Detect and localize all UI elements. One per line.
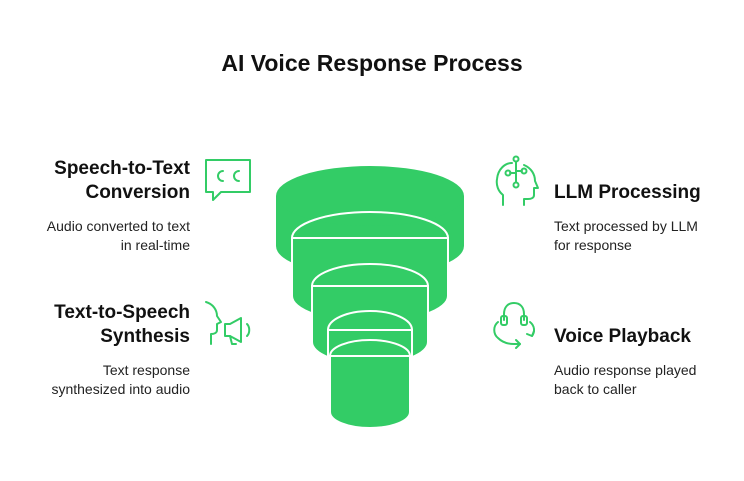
step-description: Audio converted to text in real-time [20,217,190,255]
step-heading: Voice Playback [554,325,734,349]
step-description-line: back to caller [554,381,637,397]
step-description: Audio response played back to caller [554,361,734,399]
step-llm-processing: LLM Processing Text processed by LLM for… [554,181,734,255]
page-title: AI Voice Response Process [221,50,523,76]
speaking-megaphone-icon [205,301,251,345]
step-description: Text response synthesized into audio [20,361,190,399]
step-description-line: Text processed by LLM [554,218,698,234]
step-heading-line: Voice Playback [554,326,691,347]
step-voice-playback: Voice Playback Audio response played bac… [554,325,734,399]
funnel-tier-5 [329,339,411,429]
step-heading-line: Text-to-Speech [54,302,190,323]
step-description: Text processed by LLM for response [554,217,734,255]
step-heading-line: Conversion [85,182,190,203]
process-funnel [276,166,464,429]
closed-caption-icon [205,159,251,201]
step-speech-to-text: Speech-to-Text Conversion Audio converte… [20,157,190,255]
step-heading: LLM Processing [554,181,734,205]
step-heading-line: Speech-to-Text [54,158,190,179]
step-description-line: in real-time [120,237,190,253]
step-description-line: synthesized into audio [51,381,190,397]
step-description-line: Text response [102,362,190,378]
head-circuit-icon [495,155,539,206]
step-description-line: for response [554,237,632,253]
step-text-to-speech: Text-to-Speech Synthesis Text response s… [20,301,190,399]
step-description-line: Audio response played [554,362,697,378]
step-heading-line: Synthesis [100,326,190,347]
step-heading: Speech-to-Text Conversion [20,157,190,205]
headphones-loop-icon [493,302,536,349]
step-heading-line: LLM Processing [554,182,701,203]
step-description-line: Audio converted to text [46,218,190,234]
step-heading: Text-to-Speech Synthesis [20,301,190,349]
